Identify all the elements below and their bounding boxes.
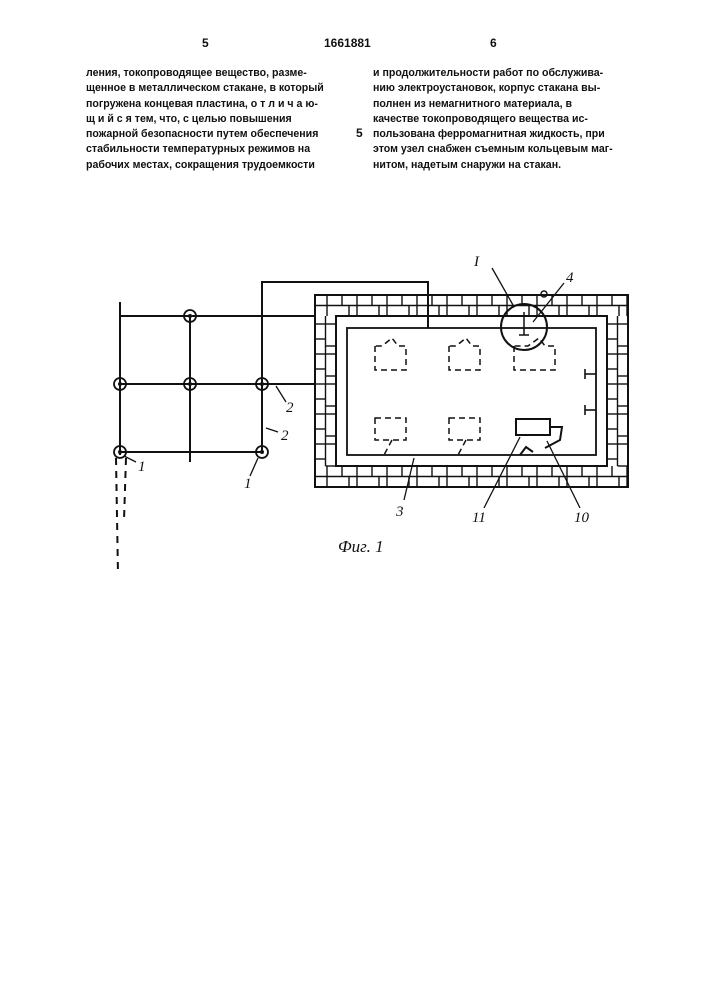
- label-4: 4: [566, 270, 574, 286]
- label-3: 3: [395, 504, 404, 520]
- equipment-box: [514, 338, 555, 370]
- label-2-upper: 2: [286, 400, 294, 416]
- equipment-box: [449, 338, 480, 370]
- label-11: 11: [472, 510, 486, 526]
- dashed-lead: [116, 458, 126, 575]
- label-1-right: 1: [244, 476, 252, 492]
- inner-grounding-loop: [347, 328, 596, 455]
- detail-marker: [501, 291, 547, 350]
- brick-wall-pattern: [315, 295, 628, 487]
- label-detail-I: I: [473, 254, 480, 270]
- label-2-lower: 2: [281, 428, 289, 444]
- room-inner-wall: [336, 316, 607, 466]
- equipment-box: [375, 418, 406, 455]
- top-lead-wire: [262, 282, 428, 384]
- equipment-group: [375, 338, 555, 455]
- wall-terminals: [585, 369, 596, 415]
- figure-caption: Фиг. 1: [338, 537, 384, 556]
- label-1-left: 1: [138, 459, 146, 475]
- equipment-box: [449, 418, 480, 455]
- leader-lines: [124, 268, 580, 508]
- equipment-box: [375, 338, 406, 370]
- grounding-unit: [516, 419, 562, 455]
- room-outer-wall: [315, 295, 628, 487]
- label-10: 10: [574, 510, 590, 526]
